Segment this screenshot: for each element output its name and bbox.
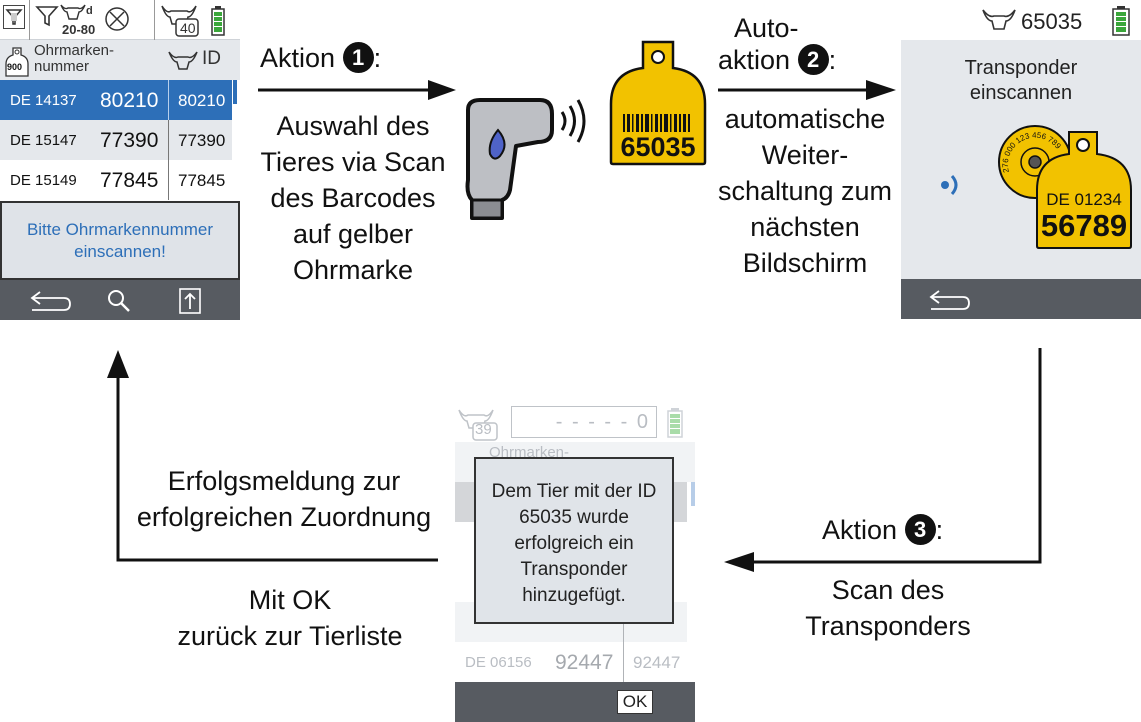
table-header: 900 Ohrmarken- nummer ID xyxy=(0,40,240,80)
ear-tag-badge: 900 xyxy=(7,62,23,72)
status-bar: d 20-80 40 xyxy=(0,0,240,40)
transponder-scan-screen: Transponder einscannen 276 000 123 456 7… xyxy=(901,40,1141,319)
screen-title: Transponder einscannen xyxy=(964,57,1078,104)
column-ear-tag-label: Ohrmarken- xyxy=(489,444,570,461)
row-id: 92447 xyxy=(633,653,681,672)
row-country: DE 06156 xyxy=(465,654,532,671)
cow-head-icon xyxy=(982,9,1016,30)
scan-prompt-message: Bitte Ohrmarkennummer einscannen! xyxy=(0,201,240,280)
footer-bar xyxy=(901,279,1141,319)
battery-icon xyxy=(1112,6,1130,36)
animal-count-icon xyxy=(458,409,498,441)
step3-description: Scan des Transponders xyxy=(768,572,1008,644)
battery-icon xyxy=(211,6,225,36)
step2-title: Auto- aktion 2: xyxy=(718,12,878,76)
scrollbar[interactable] xyxy=(691,482,695,506)
step3-number-badge: 3 xyxy=(904,514,936,545)
success-caption: Erfolgsmeldung zur erfolgreichen Zuordnu… xyxy=(136,466,432,532)
success-dialog: Dem Tier mit der ID 65035 wurde erfolgre… xyxy=(474,457,674,624)
ok-button[interactable]: OK xyxy=(617,690,653,714)
column-ear-tag-label[interactable]: Ohrmarken- nummer xyxy=(34,42,115,75)
step2-description: automatische Weiter-schaltung zum nächst… xyxy=(717,104,893,278)
row-id: 77845 xyxy=(178,171,226,190)
row-id: 77390 xyxy=(178,131,226,150)
animal-count: 40 xyxy=(180,20,196,36)
scrollbar[interactable] xyxy=(233,80,237,104)
table-row[interactable]: DE 14137 80210 80210 xyxy=(0,80,232,120)
ear-tag-number: 65035 xyxy=(620,132,696,162)
upload-icon[interactable] xyxy=(178,287,202,315)
step3-title: Aktion 3: xyxy=(822,514,944,545)
step2-title-line1: Auto- xyxy=(734,13,799,43)
step3-title-text: Aktion xyxy=(822,515,898,545)
number-input[interactable]: - - - - - 0 xyxy=(511,406,657,438)
search-icon[interactable] xyxy=(106,288,132,314)
row-ear-number: 77390 xyxy=(100,129,159,152)
table-row[interactable]: DE 06156 92447 92447 xyxy=(455,642,687,682)
tag-country: DE 01234 xyxy=(1046,190,1122,209)
arrow-up-return xyxy=(107,350,438,562)
step1-number-badge: 1 xyxy=(342,42,374,73)
back-icon[interactable] xyxy=(927,287,973,313)
cow-head-icon xyxy=(168,51,198,70)
filter-icon[interactable] xyxy=(35,4,59,28)
row-country: DE 14137 xyxy=(10,92,77,109)
tag-number: 56789 xyxy=(1040,208,1128,243)
no-medication-icon[interactable] xyxy=(104,6,130,32)
footer-bar xyxy=(0,280,240,320)
row-ear-number: 77845 xyxy=(100,169,159,192)
animal-count-icon xyxy=(161,5,199,37)
animal-count: 39 xyxy=(475,421,492,438)
arrow-left-3 xyxy=(724,348,1042,572)
filter-settings-icon[interactable] xyxy=(3,5,25,29)
return-caption-line1: Mit OK xyxy=(248,585,332,615)
return-caption-line2: zurück zur Tierliste xyxy=(177,621,403,651)
step2-title-line2: aktion xyxy=(718,45,791,75)
return-caption: Mit OK zurück zur Tierliste xyxy=(140,582,440,654)
step2-number-badge: 2 xyxy=(797,44,829,75)
step3-description-line1: Scan des xyxy=(831,575,945,605)
row-id: 80210 xyxy=(178,91,226,110)
footer-bar: OK xyxy=(455,682,695,722)
step1-title-text: Aktion xyxy=(260,43,336,73)
column-id-label[interactable]: ID xyxy=(202,48,221,69)
yellow-ear-tag: 65035 xyxy=(609,40,707,166)
table-row[interactable]: DE 15149 77845 77845 xyxy=(0,160,232,200)
step1-title: Aktion 1: xyxy=(260,42,382,73)
row-ear-number: 92447 xyxy=(555,651,614,674)
ear-tag-icon xyxy=(5,47,29,77)
current-animal-id: 65035 xyxy=(1021,9,1083,34)
step1-description: Auswahl des Tieres via Scan des Barcodes… xyxy=(260,111,446,285)
ear-tag-icon xyxy=(1036,131,1132,249)
arrow-right-2 xyxy=(718,80,896,100)
age-range: 20-80 xyxy=(62,22,96,37)
rfid-signal-icon xyxy=(941,175,958,195)
row-ear-number: 80210 xyxy=(100,89,159,112)
age-unit: d xyxy=(86,5,93,17)
arrow-right-1 xyxy=(258,80,456,100)
row-country: DE 15147 xyxy=(10,132,77,149)
back-icon[interactable] xyxy=(28,288,74,314)
table-row[interactable]: DE 15147 77390 77390 xyxy=(0,120,232,160)
battery-icon xyxy=(667,408,683,438)
barcode-scanner-icon xyxy=(465,98,586,220)
animal-list-screen: d 20-80 40 900 Ohrmarken- nummer ID xyxy=(0,0,240,320)
row-country: DE 15149 xyxy=(10,172,77,189)
cow-age-icon xyxy=(60,4,86,20)
step3-description-line2: Transponders xyxy=(805,611,971,641)
